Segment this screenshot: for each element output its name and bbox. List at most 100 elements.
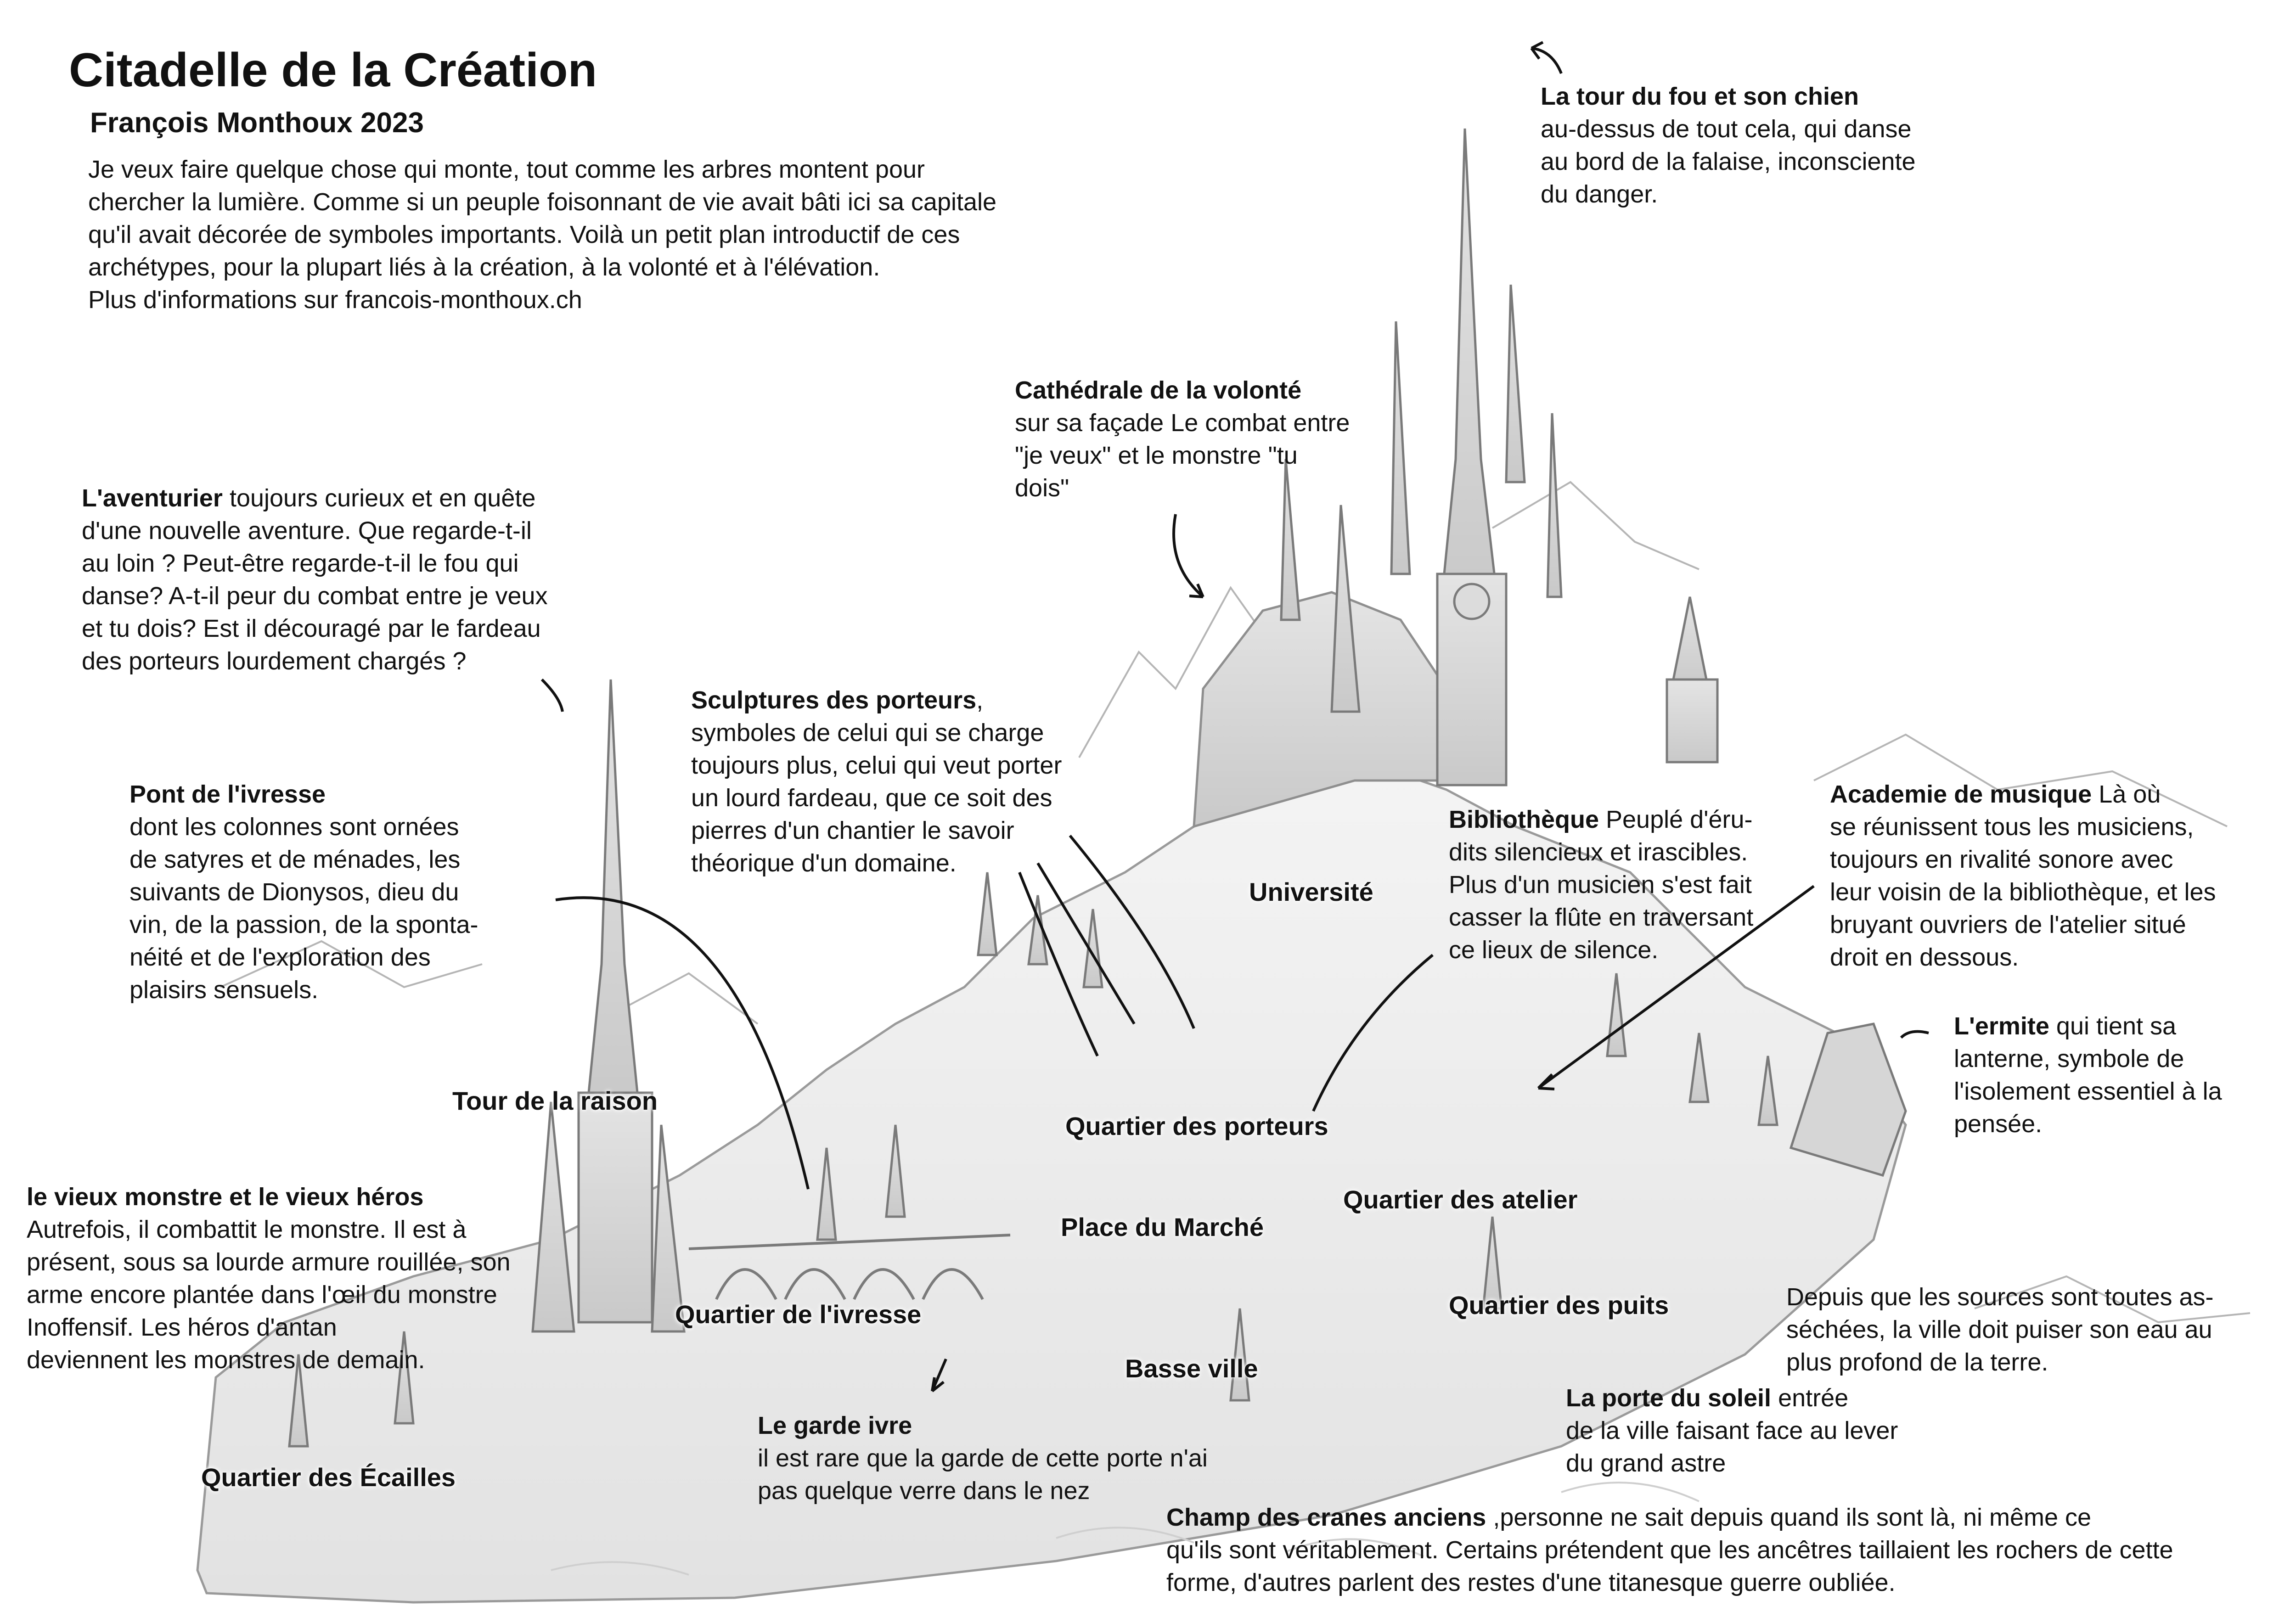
annotation-line: du grand astre <box>1566 1449 1726 1477</box>
leader-arrows <box>540 41 1929 1393</box>
annotation-line: dois" <box>1015 474 1069 502</box>
intro-line: archétypes, pour la plupart liés à la cr… <box>88 253 880 281</box>
annotation-line: dont les colonnes sont ornées <box>129 813 459 841</box>
annotation-line: de la ville faisant face au lever <box>1566 1417 1898 1444</box>
annotation-line: toujours plus, celui qui veut porter <box>691 752 1062 779</box>
annotation-heading: La porte du soleil <box>1566 1384 1772 1412</box>
annotation-line: entrée <box>1771 1384 1849 1412</box>
intro-line: qu'il avait décorée de symboles importan… <box>88 221 960 248</box>
intro-line: Plus d'informations sur francois-monthou… <box>88 286 582 314</box>
annotation-line: Inoffensif. Les héros d'antan <box>27 1314 337 1341</box>
annotation-line: présent, sous sa lourde armure rouillée,… <box>27 1248 511 1276</box>
annotation-line: deviennent les monstres de demain. <box>27 1346 425 1374</box>
intro-line: chercher la lumière. Comme si un peuple … <box>88 188 997 216</box>
annotation-heading: Pont de l'ivresse <box>129 781 326 808</box>
annotation-line: suivants de Dionysos, dieu du <box>129 878 459 906</box>
annotation-line: , <box>976 686 984 714</box>
annotation-line: pas quelque verre dans le nez <box>758 1477 1090 1505</box>
annotation-line: Autrefois, il combattit le monstre. Il e… <box>27 1216 467 1243</box>
annotation-line: Plus d'un musicien s'est fait <box>1449 871 1752 899</box>
annotation-academie: Academie de musique Là où se réunissent … <box>1830 778 2216 974</box>
place-label-quartier-ivresse: Quartier de l'ivresse <box>675 1300 922 1329</box>
annotation-line: toujours curieux et en quête <box>222 484 536 512</box>
annotation-pont: Pont de l'ivresse dont les colonnes sont… <box>129 778 478 1006</box>
annotation-line: au-dessus de tout cela, qui danse <box>1541 115 1912 143</box>
annotation-line: l'isolement essentiel à la <box>1954 1078 2222 1105</box>
place-label-quartier-atelier: Quartier des atelier <box>1343 1185 1578 1214</box>
annotation-heading: Cathédrale de la volonté <box>1015 376 1302 404</box>
place-label-basse-ville: Basse ville <box>1125 1354 1258 1383</box>
annotation-line: du danger. <box>1541 180 1658 208</box>
annotation-line: "je veux" et le monstre "tu <box>1015 442 1298 469</box>
annotation-line: lanterne, symbole de <box>1954 1045 2184 1073</box>
annotation-heading: L'ermite <box>1954 1012 2049 1040</box>
annotation-champ: Champ des cranes anciens ,personne ne sa… <box>1166 1501 2173 1599</box>
annotation-cathedrale: Cathédrale de la volonté sur sa façade L… <box>1015 374 1350 505</box>
annotation-heading: Champ des cranes anciens <box>1166 1504 1486 1531</box>
annotation-aventurier: L'aventurier toujours curieux et en quêt… <box>82 482 548 678</box>
annotation-line: et tu dois? Est il découragé par le fard… <box>82 615 541 642</box>
annotation-sculptures: Sculptures des porteurs, symboles de cel… <box>691 684 1062 880</box>
annotation-line: leur voisin de la bibliothèque, et les <box>1830 878 2216 906</box>
annotation-line: arme encore plantée dans l'œil du monstr… <box>27 1281 497 1309</box>
annotation-line: théorique d'un domaine. <box>691 849 957 877</box>
page-title: Citadelle de la Création <box>69 44 597 97</box>
annotation-line: au loin ? Peut-être regarde-t-il le fou … <box>82 550 519 577</box>
annotation-fou: La tour du fou et son chien au-dessus de… <box>1541 80 1916 211</box>
annotation-line: droit en dessous. <box>1830 943 2019 971</box>
annotation-garde: Le garde ivre il est rare que la garde d… <box>758 1410 1208 1507</box>
annotation-heading: le vieux monstre et le vieux héros <box>27 1183 424 1211</box>
annotation-line: Là où <box>2092 781 2161 808</box>
intro-line: Je veux faire quelque chose qui monte, t… <box>88 156 925 183</box>
annotation-line: ce lieux de silence. <box>1449 936 1659 964</box>
annotation-heading: Academie de musique <box>1830 781 2092 808</box>
annotation-heading: Bibliothèque <box>1449 806 1599 833</box>
place-label-universite: Université <box>1249 877 1373 906</box>
annotation-line: casser la flûte en traversant <box>1449 904 1754 931</box>
annotation-line: un lourd fardeau, que ce soit des <box>691 784 1052 812</box>
annotation-line: plaisirs sensuels. <box>129 976 319 1004</box>
annotation-heading: L'aventurier <box>82 484 223 512</box>
bridge <box>688 1234 1011 1300</box>
annotation-line: néité et de l'exploration des <box>129 943 431 971</box>
annotation-line: de satyres et de ménades, les <box>129 846 461 873</box>
place-label-quartier-porteurs: Quartier des porteurs <box>1065 1112 1328 1140</box>
towers <box>288 128 1907 1448</box>
place-label-quartier-puits: Quartier des puits <box>1449 1291 1669 1320</box>
annotation-line: pierres d'un chantier le savoir <box>691 817 1014 844</box>
fog-strokes <box>551 1482 1699 1576</box>
annotation-line: dits silencieux et irascibles. <box>1449 838 1748 866</box>
mountains <box>220 481 2251 1324</box>
annotation-line: il est rare que la garde de cette porte … <box>758 1444 1208 1472</box>
annotation-line: qu'ils sont véritablement. Certains prét… <box>1166 1536 2173 1564</box>
author-line: François Monthoux 2023 <box>90 107 424 139</box>
annotation-heading: La tour du fou et son chien <box>1541 83 1859 110</box>
annotation-puits: Depuis que les sources sont toutes as- s… <box>1786 1281 2214 1379</box>
annotation-heading: Sculptures des porteurs <box>691 686 977 714</box>
annotation-line: symboles de celui qui se charge <box>691 719 1044 747</box>
annotation-line: qui tient sa <box>2049 1012 2177 1040</box>
place-label-tour-raison: Tour de la raison <box>452 1086 658 1115</box>
annotation-ermite: L'ermite qui tient sa lanterne, symbole … <box>1954 1010 2222 1140</box>
annotation-porte: La porte du soleil entrée de la ville fa… <box>1566 1382 1898 1480</box>
annotation-heading: Le garde ivre <box>758 1412 912 1439</box>
annotation-line: pensée. <box>1954 1110 2043 1138</box>
annotation-monstre: le vieux monstre et le vieux héros Autre… <box>27 1181 511 1376</box>
annotation-line: sur sa façade Le combat entre <box>1015 409 1350 437</box>
place-label-quartier-ecailles: Quartier des Écailles <box>201 1463 456 1492</box>
annotation-line: Peuplé d'éru- <box>1598 806 1753 833</box>
annotation-line: séchées, la ville doit puiser son eau au <box>1786 1316 2212 1343</box>
annotation-line: au bord de la falaise, inconsciente <box>1541 148 1916 175</box>
annotation-line: danse? A-t-il peur du combat entre je ve… <box>82 582 548 610</box>
annotation-line: vin, de la passion, de la sponta- <box>129 911 478 938</box>
annotation-line: forme, d'autres parlent des restes d'une… <box>1166 1569 1896 1596</box>
annotation-bibliotheque: Bibliothèque Peuplé d'éru- dits silencie… <box>1449 803 1753 966</box>
annotation-line: des porteurs lourdement chargés ? <box>82 647 467 675</box>
annotation-line: ,personne ne sait depuis quand ils sont … <box>1486 1504 2092 1531</box>
place-label-place-marche: Place du Marché <box>1061 1213 1264 1241</box>
annotation-line: bruyant ouvriers de l'atelier situé <box>1830 911 2186 938</box>
annotation-line: d'une nouvelle aventure. Que regarde-t-i… <box>82 517 532 545</box>
annotation-line: Depuis que les sources sont toutes as- <box>1786 1283 2214 1311</box>
annotation-line: se réunissent tous les musiciens, <box>1830 813 2194 841</box>
